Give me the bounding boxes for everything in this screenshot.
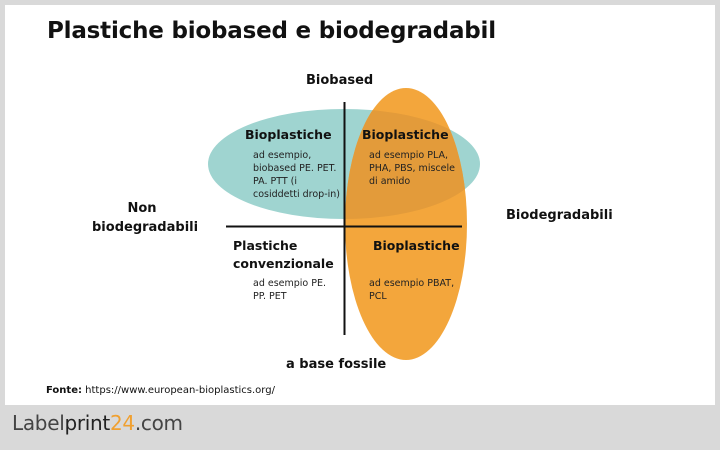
source-citation: Fonte: https://www.european-bioplastics.…: [46, 385, 275, 396]
source-label: Fonte:: [46, 385, 82, 396]
desc-line: ad esempio,: [253, 150, 312, 161]
desc-line: PP. PET: [253, 291, 287, 302]
desc-line: biobased PE. PET.: [253, 163, 337, 174]
desc-line: ad esempio PE.: [253, 278, 327, 289]
desc-line: PCL: [369, 291, 387, 302]
title-line: Plastiche: [233, 238, 298, 253]
desc-line: PHA, PBS, miscele: [369, 163, 455, 174]
logo-part-label: Label: [12, 411, 65, 435]
axis-label-biobased: Biobased: [306, 73, 374, 88]
axis-label-non-biodegradable: Non biodegradabili: [92, 199, 199, 237]
desc-line: PA. PTT (i: [253, 176, 298, 187]
quadrant-bottom-left-desc: ad esempio PE. PP. PET: [253, 277, 326, 303]
desc-line: ad esempio PBAT,: [369, 278, 455, 289]
quadrant-bottom-left-title: Plastiche convenzionale: [233, 237, 334, 273]
quadrant-top-right-desc: ad esempio PLA, PHA, PBS, miscele di ami…: [369, 149, 455, 188]
quadrant-bottom-right-title: Bioplastiche: [373, 238, 460, 253]
quadrant-top-left-desc: ad esempio, biobased PE. PET. PA. PTT (i…: [253, 149, 340, 201]
axis-label-biodegradable: Biodegradabili: [506, 208, 613, 223]
logo-part-24: 24: [109, 411, 135, 435]
quadrant-top-left-title: Bioplastiche: [245, 127, 332, 142]
title-line: convenzionale: [233, 256, 334, 271]
axis-label-non-line2: biodegradabili: [92, 220, 199, 235]
page-title: Plastiche biobased e biodegradabil: [47, 18, 496, 44]
desc-line: cosiddetti drop-in): [253, 189, 341, 200]
quadrant-bottom-right-desc: ad esempio PBAT, PCL: [369, 277, 454, 303]
desc-line: ad esempio PLA,: [369, 150, 449, 161]
logo-part-print: print: [64, 411, 110, 435]
overlap-region: [345, 109, 467, 219]
quadrant-top-right-title: Bioplastiche: [362, 127, 449, 142]
brand-logo: Labelprint24.com: [12, 411, 183, 435]
axis-label-non-line1: Non: [127, 201, 157, 216]
desc-line: di amido: [369, 176, 411, 187]
logo-part-com: .com: [134, 411, 183, 435]
axis-label-fossil: a base fossile: [286, 357, 387, 372]
source-url: https://www.european-bioplastics.org/: [85, 385, 275, 396]
